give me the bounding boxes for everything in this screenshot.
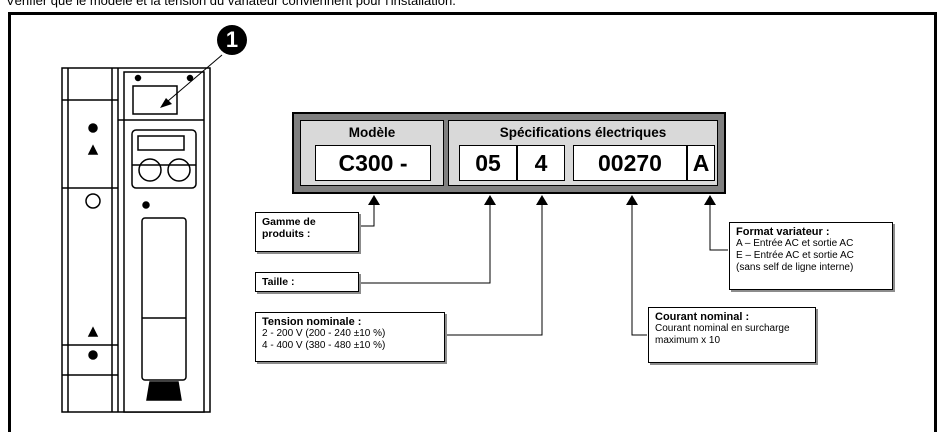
format-title: Format variateur : [736,226,830,238]
current-line-1: Courant nominal en surcharge [655,323,790,334]
spec-header: Spécifications électriques [499,125,667,140]
current-label-box: Courant nominal : Courant nominal en sur… [648,307,816,363]
callout-marker-1: 1 [217,25,247,55]
range-title: Gamme de produits : [262,216,316,240]
drive-illustration [61,54,728,413]
current-cell: 00270 [573,145,687,181]
model-cell: C300 - [315,145,431,181]
voltage-line-2: 4 - 400 V (380 - 480 ±10 %) [262,340,386,351]
figure-frame [8,12,937,432]
spec-group: Spécifications électriques 05 4 00270 A [448,120,718,186]
vent-grille [146,381,182,401]
format-label-box: Format variateur : A – Entrée AC et sort… [729,222,893,290]
voltage-title: Tension nominale : [262,316,362,328]
size-cell: 05 [459,145,517,181]
format-cell: A [687,145,715,181]
format-line-1: A – Entrée AC et sortie AC [736,238,854,249]
format-line-3: (sans self de ligne interne) [736,262,854,273]
voltage-cell: 4 [517,145,565,181]
format-line-2: E – Entrée AC et sortie AC [736,250,854,261]
caption-text: Vérifier que le modèle et la tension du … [6,0,456,8]
label-window [132,85,178,115]
front-cover [141,217,187,381]
keypad-display [137,135,185,151]
type-code-bar: Modèle C300 - Spécifications électriques… [292,112,726,194]
size-title: Taille : [262,276,295,288]
model-group: Modèle C300 - [300,120,444,186]
range-label-box: Gamme de produits : [255,212,359,252]
size-label-box: Taille : [255,272,359,292]
voltage-line-1: 2 - 200 V (200 - 240 ±10 %) [262,328,386,339]
current-title: Courant nominal : [655,311,750,323]
voltage-label-box: Tension nominale : 2 - 200 V (200 - 240 … [255,312,445,362]
model-header: Modèle [348,125,396,140]
current-line-2: maximum x 10 [655,335,721,346]
